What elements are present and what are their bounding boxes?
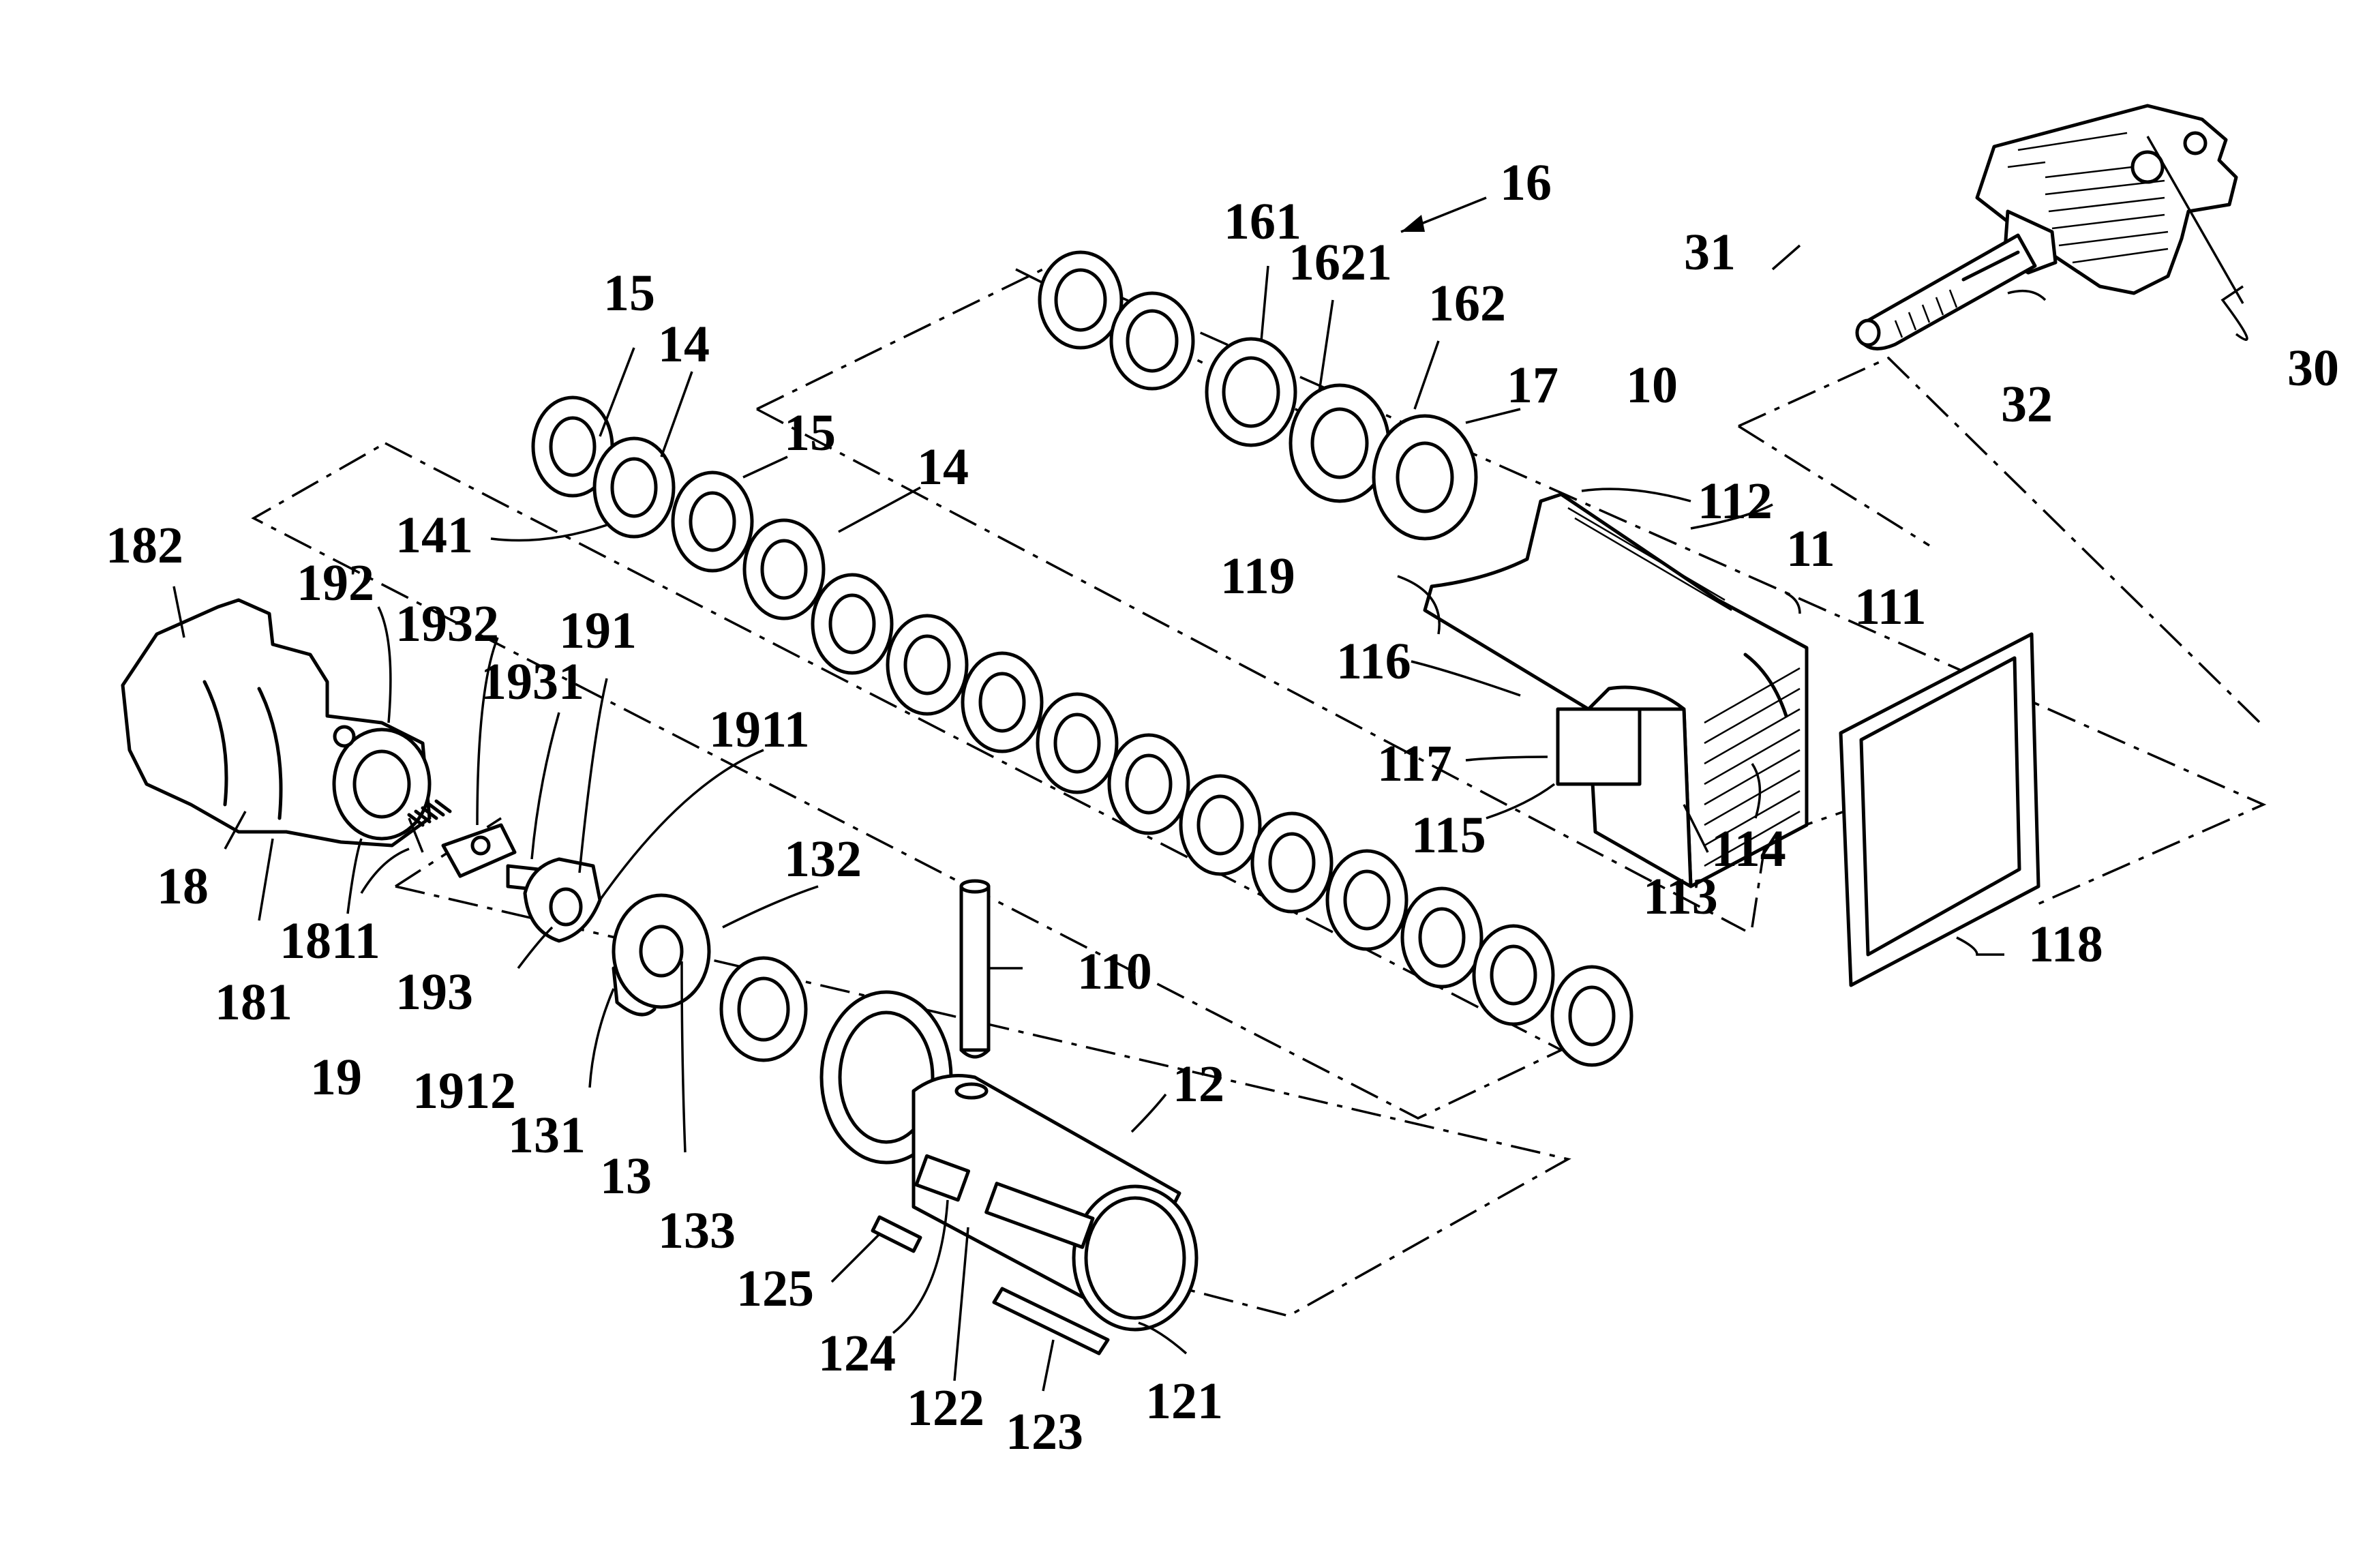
label-14-right: 14 xyxy=(917,438,969,496)
label-131: 131 xyxy=(508,1107,586,1164)
label-192: 192 xyxy=(297,554,374,612)
label-121: 121 xyxy=(1145,1373,1223,1430)
label-181: 181 xyxy=(215,974,292,1031)
wafer-stack-16 xyxy=(1040,252,1476,539)
frame-118 xyxy=(1841,634,2038,985)
label-124: 124 xyxy=(818,1325,896,1382)
label-111: 111 xyxy=(1854,578,1927,635)
label-1932: 1932 xyxy=(395,595,499,653)
label-12: 12 xyxy=(1173,1055,1224,1113)
label-119: 119 xyxy=(1220,548,1295,605)
label-193: 193 xyxy=(395,963,473,1021)
label-16: 16 xyxy=(1500,154,1552,211)
label-31: 31 xyxy=(1684,224,1736,281)
label-132: 132 xyxy=(784,830,862,888)
label-1811: 1811 xyxy=(280,912,380,970)
label-115: 115 xyxy=(1411,807,1486,864)
label-116: 116 xyxy=(1336,633,1411,690)
label-30: 30 xyxy=(2287,340,2339,397)
label-122: 122 xyxy=(907,1379,984,1437)
label-32: 32 xyxy=(2001,376,2053,433)
ring-13 xyxy=(614,895,806,1060)
label-118: 118 xyxy=(2028,916,2103,973)
label-162: 162 xyxy=(1428,275,1506,332)
label-10: 10 xyxy=(1626,357,1678,414)
plunger-assembly-19 xyxy=(409,801,600,941)
label-123: 123 xyxy=(1006,1403,1083,1460)
pin-110 xyxy=(961,881,989,1057)
label-113: 113 xyxy=(1643,868,1718,925)
label-1912: 1912 xyxy=(412,1062,516,1120)
label-133: 133 xyxy=(658,1202,736,1259)
label-15-right: 15 xyxy=(784,404,836,462)
label-1931: 1931 xyxy=(481,653,584,710)
label-14-left: 14 xyxy=(658,316,710,373)
label-13: 13 xyxy=(600,1148,652,1205)
cap-18 xyxy=(123,600,430,845)
label-19: 19 xyxy=(310,1049,362,1106)
label-1621: 1621 xyxy=(1289,234,1392,291)
label-117: 117 xyxy=(1377,735,1452,792)
label-112: 112 xyxy=(1698,473,1773,530)
label-110: 110 xyxy=(1077,943,1152,1000)
label-11: 11 xyxy=(1786,520,1835,578)
label-125: 125 xyxy=(736,1260,814,1317)
key-30 xyxy=(1857,106,2236,348)
label-182: 182 xyxy=(106,517,183,574)
label-15-left: 15 xyxy=(603,265,655,322)
label-18: 18 xyxy=(157,858,209,915)
label-191: 191 xyxy=(559,602,637,659)
label-114: 114 xyxy=(1711,820,1786,878)
label-141: 141 xyxy=(395,507,473,564)
sleeve-12 xyxy=(914,1076,1196,1330)
label-17: 17 xyxy=(1507,357,1558,414)
label-1911: 1911 xyxy=(709,701,810,758)
